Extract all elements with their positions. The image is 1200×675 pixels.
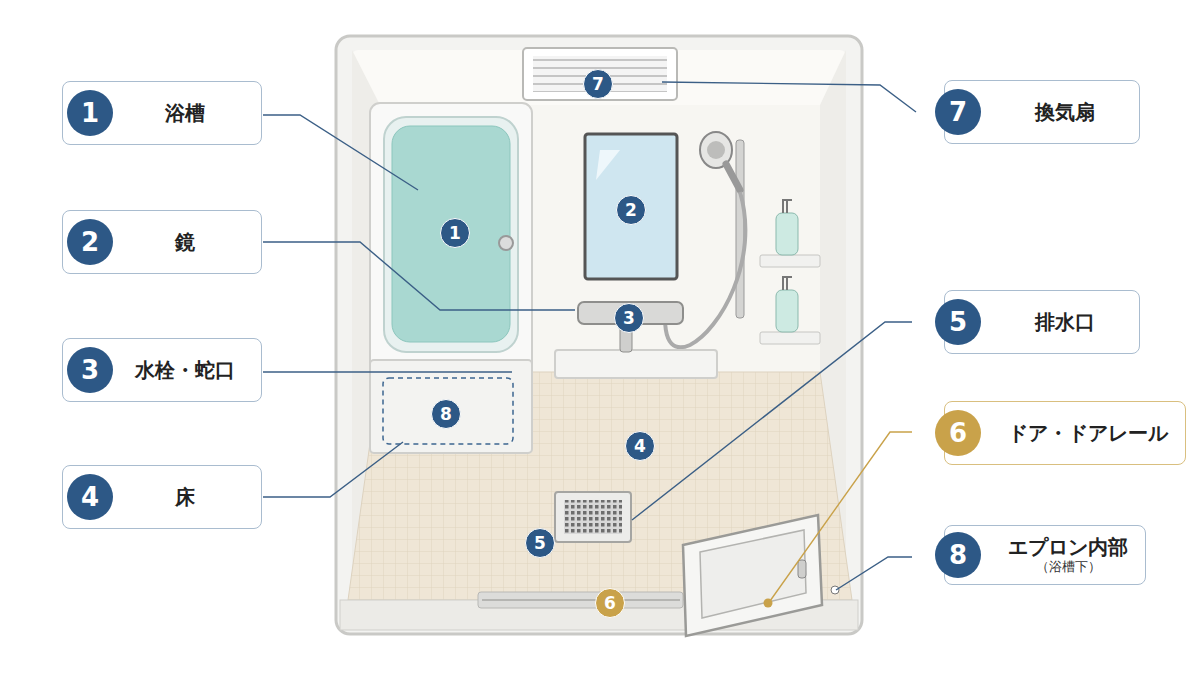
callout-label: 床 bbox=[175, 485, 195, 509]
callout-box: 4床 bbox=[62, 465, 262, 529]
bathtub-body bbox=[370, 103, 532, 453]
callout-marker: 2 bbox=[616, 195, 646, 225]
door-panel bbox=[683, 515, 822, 636]
callout-number: 4 bbox=[67, 474, 113, 520]
callout-number: 2 bbox=[625, 200, 637, 220]
callout-marker: 5 bbox=[525, 528, 555, 558]
leader-lines bbox=[263, 82, 916, 590]
callout-number: 5 bbox=[534, 533, 546, 553]
callout-label: 換気扇 bbox=[1035, 100, 1095, 124]
wall-panel bbox=[380, 105, 820, 372]
leader-line bbox=[632, 322, 912, 520]
pump-lower bbox=[783, 277, 792, 290]
shower-handle bbox=[726, 164, 740, 190]
callout-number: 4 bbox=[634, 436, 646, 456]
callout-marker: 7 bbox=[583, 69, 613, 99]
leader-line bbox=[770, 432, 912, 601]
fan-housing bbox=[523, 48, 677, 100]
bathtub-basin bbox=[384, 117, 518, 352]
shelf-upper bbox=[760, 255, 820, 267]
bottle-upper bbox=[776, 213, 798, 255]
callout-number: 1 bbox=[67, 90, 113, 136]
leader-line bbox=[836, 557, 912, 590]
callout-sublabel: （浴槽下） bbox=[1036, 559, 1101, 576]
tub-plug bbox=[499, 236, 513, 250]
mirror bbox=[585, 134, 677, 279]
shower-face bbox=[707, 141, 725, 159]
callout-marker: 6 bbox=[595, 588, 625, 618]
callout-number: 7 bbox=[592, 74, 604, 94]
apron-inner-outline bbox=[383, 378, 513, 444]
callout-number: 6 bbox=[604, 593, 616, 613]
callout-box: 6ドア・ドアレール bbox=[944, 401, 1186, 465]
callout-label: エプロン内部 bbox=[1008, 535, 1128, 559]
callout-marker: 1 bbox=[440, 218, 470, 248]
callout-number: 3 bbox=[623, 308, 635, 328]
drain-cover bbox=[555, 492, 631, 542]
door-rail bbox=[478, 592, 683, 608]
callout-label: 排水口 bbox=[1035, 310, 1095, 334]
callout-box: 8エプロン内部（浴槽下） bbox=[944, 525, 1146, 585]
door-hinge-dot bbox=[831, 586, 839, 594]
leader-line bbox=[263, 115, 418, 190]
callout-number: 1 bbox=[449, 223, 461, 243]
door-window bbox=[700, 530, 806, 618]
slide-bar bbox=[736, 140, 744, 318]
rail-groove bbox=[482, 599, 680, 601]
callout-box: 1 浴槽 bbox=[62, 81, 262, 145]
callout-number: 8 bbox=[935, 532, 981, 578]
callout-marker: 4 bbox=[625, 431, 655, 461]
counter-shelf bbox=[555, 350, 717, 378]
callout-label: 鏡 bbox=[175, 230, 195, 254]
apron bbox=[370, 360, 532, 453]
callout-number: 5 bbox=[935, 299, 981, 345]
mirror-shine bbox=[596, 150, 620, 180]
callout-box: 7換気扇 bbox=[944, 80, 1140, 144]
shelf-lower bbox=[760, 332, 820, 344]
bottle-lower bbox=[776, 290, 798, 332]
callout-label: 水栓・蛇口 bbox=[135, 358, 235, 382]
callout-box: 2鏡 bbox=[62, 210, 262, 274]
callout-marker: 3 bbox=[614, 303, 644, 333]
leader-line bbox=[263, 242, 575, 310]
callout-number: 2 bbox=[67, 219, 113, 265]
callout-label: 浴槽 bbox=[165, 101, 205, 125]
callout-box: 3 水栓・蛇口 bbox=[62, 338, 262, 402]
callout-number: 6 bbox=[935, 410, 981, 456]
callout-number: 8 bbox=[440, 404, 452, 424]
drain-grate bbox=[564, 500, 622, 534]
callout-label: ドア・ドアレール bbox=[1008, 421, 1168, 445]
leader-line bbox=[263, 442, 403, 497]
leader-line bbox=[263, 371, 512, 372]
door-handle bbox=[798, 560, 806, 578]
callout-number: 7 bbox=[935, 89, 981, 135]
callout-box: 5排水口 bbox=[944, 290, 1140, 354]
leader-line bbox=[662, 82, 916, 112]
callout-marker: 8 bbox=[431, 399, 461, 429]
pump-upper bbox=[783, 200, 792, 213]
callout-number: 3 bbox=[67, 347, 113, 393]
room-shell bbox=[336, 36, 862, 634]
